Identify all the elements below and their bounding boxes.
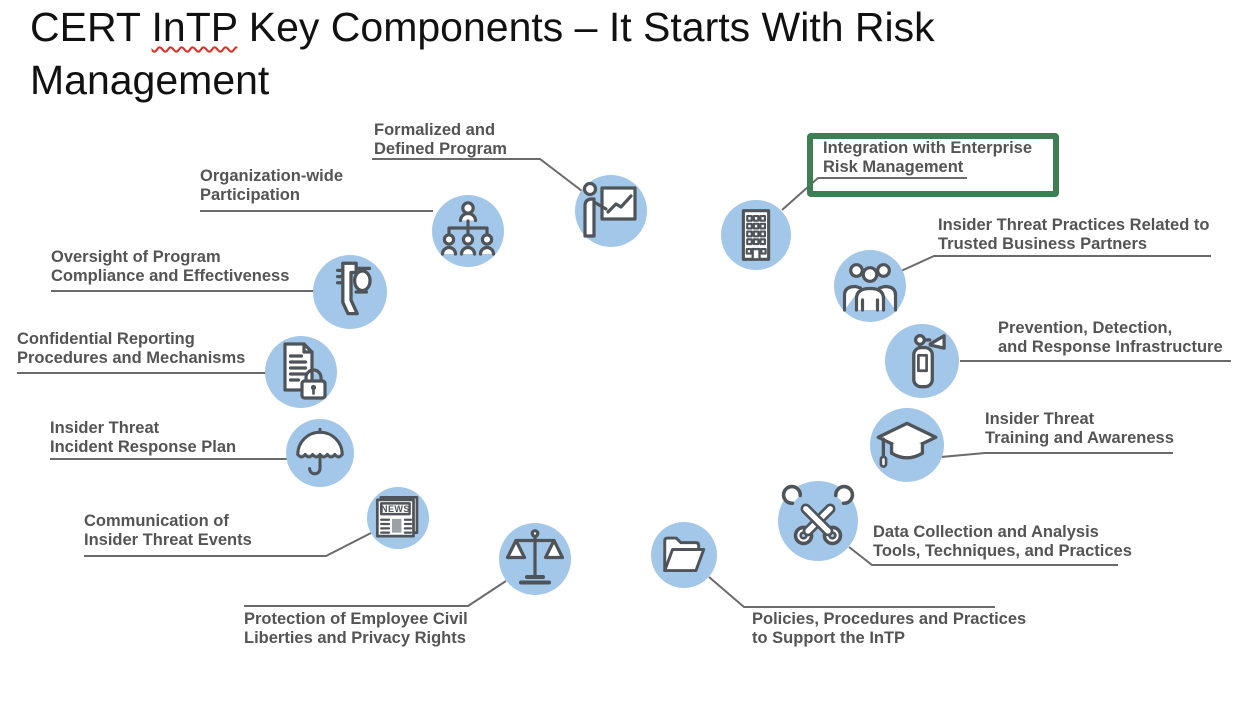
document-lock-icon — [283, 342, 327, 400]
data-collection-analysis-circle — [778, 481, 858, 561]
title-prefix: CERT — [30, 4, 152, 50]
integration-enterprise-risk-circle — [721, 200, 791, 270]
label-line: Policies, Procedures and Practices — [752, 610, 1027, 628]
confidential-reporting-circle — [265, 336, 337, 408]
svg-text:NEWS: NEWS — [381, 504, 410, 514]
label-line: Organization-wide — [200, 167, 344, 185]
fire-extinguisher-icon — [912, 333, 946, 389]
label-line: Integration with Enterprise — [823, 139, 1033, 157]
protection-civil-liberties-circle — [499, 523, 571, 595]
label-line: Insider Threat — [985, 410, 1095, 428]
label-line: Oversight of Program — [51, 248, 221, 266]
label-line: Defined Program — [374, 140, 507, 158]
oversight-program-compliance-circle — [313, 255, 387, 329]
slide-title: CERT InTP Key Components – It Starts Wit… — [30, 1, 1075, 107]
label-line: to Support the InTP — [752, 629, 906, 647]
organization-wide-participation-circle — [432, 195, 504, 267]
connector-line — [848, 546, 1118, 566]
org-chart-icon — [440, 201, 496, 256]
label-line: Training and Awareness — [985, 429, 1174, 447]
label-line: Liberties and Privacy Rights — [244, 629, 466, 647]
people-group-icon — [842, 263, 898, 312]
newspaper-icon: NEWS — [375, 495, 419, 538]
connector-line — [900, 255, 1211, 272]
caliper-icon — [336, 261, 372, 316]
connector-line — [244, 580, 507, 607]
prevention-detection-response-circle — [885, 324, 959, 398]
title-misspelled-word: InTP — [151, 4, 238, 50]
label-line: Formalized and — [374, 121, 496, 139]
communication-insider-threat-events-circle: NEWS — [367, 487, 429, 549]
label-line: Participation — [200, 186, 300, 204]
label-line: Protection of Employee Civil — [244, 610, 468, 628]
label-line: Insider Threat Practices Related to — [938, 216, 1210, 234]
label-line: Risk Management — [823, 158, 964, 176]
building-icon — [741, 209, 771, 261]
connector-line — [940, 452, 1173, 458]
label-line: Insider Threat Events — [84, 531, 252, 549]
label-line: Compliance and Effectiveness — [51, 267, 290, 285]
title-suffix: Key Components – It Starts With Risk Man… — [30, 4, 935, 103]
connector-line — [781, 177, 967, 211]
presentation-board-icon — [582, 181, 637, 238]
insider-threat-training-awareness-circle — [870, 408, 944, 482]
label-line: Procedures and Mechanisms — [17, 349, 246, 367]
label-line: Confidential Reporting — [17, 330, 195, 348]
label-line: and Response Infrastructure — [998, 338, 1223, 356]
prevention-detection-response-label: Prevention, Detection,and Response Infra… — [998, 319, 1223, 357]
wrench-tools-icon — [781, 484, 855, 546]
scales-icon — [505, 529, 565, 585]
label-line: Data Collection and Analysis — [873, 523, 1099, 541]
connector-line — [372, 158, 583, 192]
trusted-business-partners-circle — [834, 250, 906, 322]
label-line: Trusted Business Partners — [938, 235, 1148, 253]
label-line: Communication of — [84, 512, 229, 530]
folder-icon — [663, 536, 706, 573]
highlight-box — [807, 133, 1059, 197]
policies-procedures-practices-circle — [651, 522, 717, 588]
connector-line — [84, 532, 372, 557]
umbrella-icon — [296, 427, 344, 476]
label-line: Incident Response Plan — [50, 438, 237, 456]
insider-threat-incident-response-plan-circle — [286, 419, 354, 487]
label-line: Insider Threat — [50, 419, 160, 437]
graduation-cap-icon — [876, 421, 938, 468]
label-line: Tools, Techniques, and Practices — [873, 542, 1132, 560]
formalized-defined-program-circle — [575, 175, 647, 247]
label-line: Prevention, Detection, — [998, 319, 1173, 337]
connector-line — [708, 576, 995, 608]
